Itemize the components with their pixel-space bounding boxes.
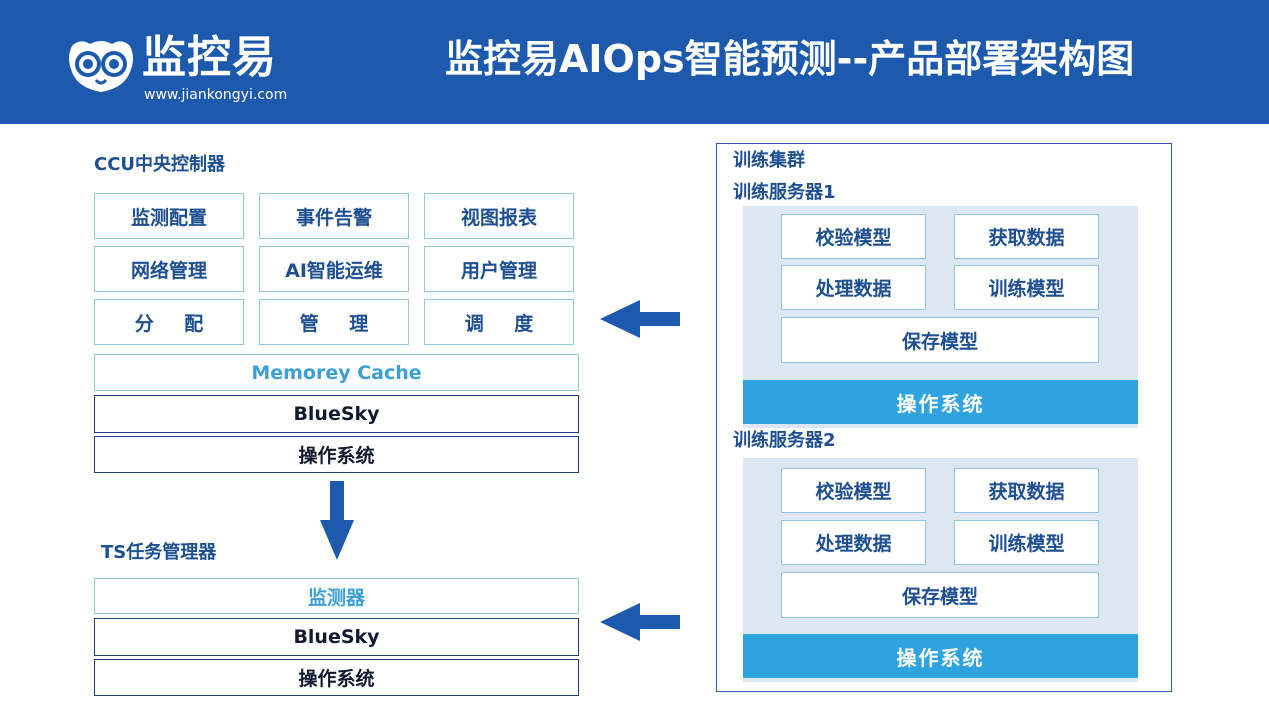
ccu-cell-network-mgmt: 网络管理 [94, 246, 244, 292]
ccu-cell-monitor-config: 监测配置 [94, 193, 244, 239]
ccu-bluesky: BlueSky [94, 395, 579, 433]
ccu-cell-ai-ops: AI智能运维 [259, 246, 409, 292]
server-1-fetch-data: 获取数据 [954, 214, 1099, 259]
server-2-fetch-data: 获取数据 [954, 468, 1099, 513]
ccu-os: 操作系统 [94, 436, 579, 473]
ccu-cell-manage: 管 理 [259, 299, 409, 345]
server-1-label: 训练服务器1 [733, 182, 836, 203]
server-1-process-data: 处理数据 [781, 265, 926, 310]
server-1-validate-model: 校验模型 [781, 214, 926, 259]
arrow-down-to-ts-icon [320, 481, 354, 560]
server-2-label: 训练服务器2 [733, 430, 836, 451]
arrow-left-to-ts-icon [600, 603, 680, 641]
cluster-label: 训练集群 [733, 150, 805, 171]
brand-url: www.jiankongyi.com [144, 87, 288, 103]
ccu-memory-cache: Memorey Cache [94, 354, 579, 391]
ts-monitor: 监测器 [94, 578, 579, 614]
ccu-label: CCU中央控制器 [94, 154, 226, 175]
server-2-save-model: 保存模型 [781, 572, 1099, 618]
brand-name: 监控易 [142, 32, 277, 83]
ccu-cell-user-mgmt: 用户管理 [424, 246, 574, 292]
server-2-process-data: 处理数据 [781, 520, 926, 565]
ccu-cell-event-alert: 事件告警 [259, 193, 409, 239]
ts-bluesky: BlueSky [94, 618, 579, 656]
ccu-cell-view-report: 视图报表 [424, 193, 574, 239]
server-2-train-model: 训练模型 [954, 520, 1099, 565]
ts-label: TS任务管理器 [101, 542, 217, 563]
server-1-train-model: 训练模型 [954, 265, 1099, 310]
page-title: 监控易AIOps智能预测--产品部署架构图 [445, 37, 1135, 81]
owl-logo-icon [69, 41, 133, 92]
server-2-os: 操作系统 [743, 634, 1138, 678]
server-2-validate-model: 校验模型 [781, 468, 926, 513]
ccu-cell-schedule: 调 度 [424, 299, 574, 345]
ccu-cell-allocate: 分 配 [94, 299, 244, 345]
arrow-left-to-ccu-icon [600, 300, 680, 338]
ts-os: 操作系统 [94, 659, 579, 696]
server-1-os: 操作系统 [743, 380, 1138, 424]
header-bar: 监控易 www.jiankongyi.com 监控易AIOps智能预测--产品部… [0, 0, 1269, 124]
training-cluster [716, 143, 1172, 692]
server-1-save-model: 保存模型 [781, 317, 1099, 363]
